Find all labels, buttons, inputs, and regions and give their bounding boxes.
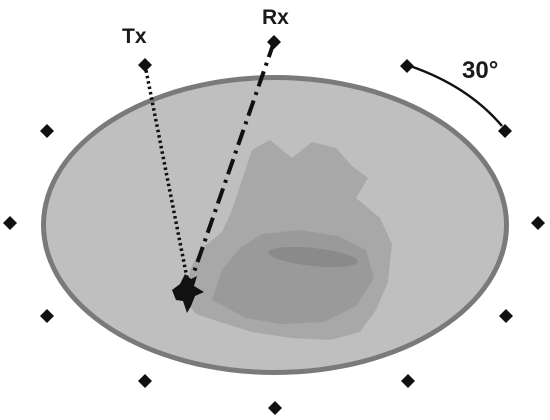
angle-label: 30° <box>462 57 498 84</box>
tx-path <box>143 64 190 284</box>
electrode-marker <box>138 374 152 388</box>
electrode-marker <box>531 216 545 230</box>
electrode-marker <box>138 58 152 72</box>
electrode-marker <box>268 401 282 415</box>
electrode-marker <box>401 374 415 388</box>
tx-label: Tx <box>122 25 147 48</box>
electrode-marker <box>400 59 414 73</box>
electrode-marker <box>498 124 512 138</box>
electrode-marker <box>40 124 54 138</box>
dark-streak <box>268 246 358 268</box>
electrode-marker <box>499 309 513 323</box>
electrode-marker <box>267 35 281 49</box>
scatter-point <box>172 274 204 313</box>
electrode-marker <box>3 216 17 230</box>
rx-path <box>191 41 276 276</box>
angle-arc <box>409 64 503 127</box>
electrode-marker <box>40 309 54 323</box>
rx-label: Rx <box>262 6 289 29</box>
